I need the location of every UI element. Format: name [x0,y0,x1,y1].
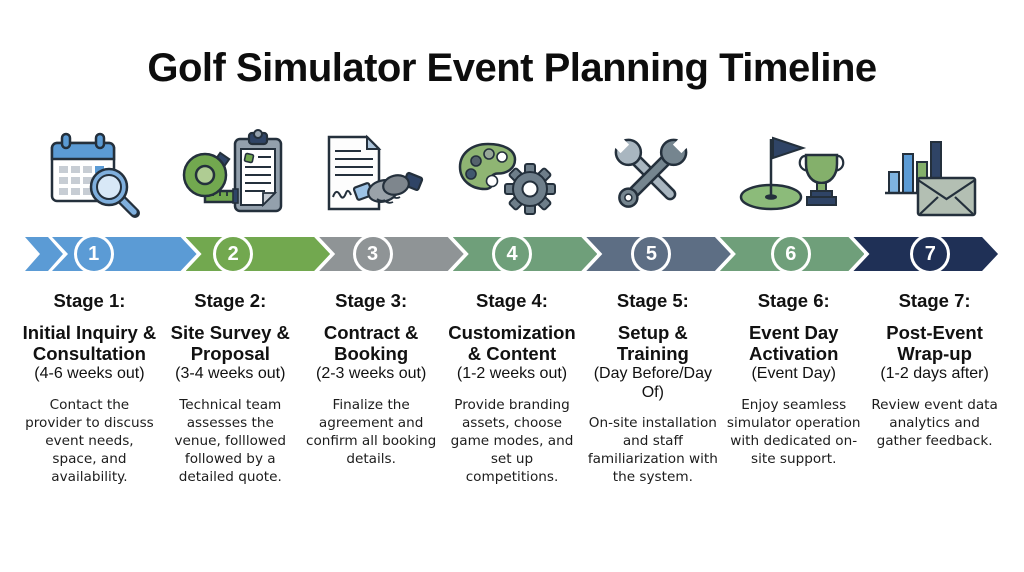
page-title: Golf Simulator Event Planning Timeline [147,46,877,90]
stage-timing: (1-2 weeks out) [456,365,568,383]
stage-description: On-site installation and staff familiari… [587,415,718,486]
stage-name: Initial Inquiry & Consultation [22,322,157,364]
stage-label: Stage 3: [335,290,408,311]
stage-column-6: Stage 6: Event Day Activation (Event Day… [726,290,861,487]
stage-label: Stage 6: [757,290,830,311]
stage-number-badge-2: 2 [213,234,254,274]
stage-7-icon-cell [871,125,989,221]
stage-6-icon-cell [732,125,850,221]
stage-description: Provide branding assets, choose game mod… [450,396,574,485]
stage-number-badge-5: 5 [631,234,672,274]
golf-flag-trophy-icon [739,136,845,211]
stage-name: Post-Event Wrap-up [886,322,983,364]
palette-gear-icon [458,142,556,215]
contract-handshake-icon [327,134,423,211]
stage-number-badge-3: 3 [352,234,393,274]
stage-name: Setup & Training [616,322,689,364]
stage-label: Stage 1: [53,290,126,311]
stage-3-icon-cell [314,125,432,221]
stage-column-1: Stage 1: Initial Inquiry & Consultation … [22,290,157,487]
stage-timing: (Day Before/Day Of) [593,365,712,401]
bar-chart-envelope-icon [885,141,977,217]
stage-number-badge-1: 1 [73,234,114,274]
stage-label: Stage 5: [616,290,689,311]
stage-label: Stage 2: [194,290,267,311]
timeline-band-strip [25,237,998,271]
stage-icons-row [0,125,1024,221]
timeline-segment-2 [186,237,331,271]
crossed-wrenches-icon [610,133,693,208]
stage-number-badge-6: 6 [770,234,811,274]
stage-name: Site Survey & Proposal [170,322,290,364]
stage-description: Finalize the agreement and confirm all b… [306,396,437,467]
tape-measure-clipboard-icon [182,129,283,213]
stage-description: Review event data analytics and gather f… [871,396,998,449]
timeline-band: 1 2 3 4 5 6 7 [0,233,1024,275]
stage-1-icon-cell [35,125,153,221]
stage-timing: (2-3 weeks out) [316,365,427,383]
stage-name: Contract & Booking [323,322,419,364]
stage-column-5: Stage 5: Setup & Training (Day Before/Da… [585,290,720,487]
stage-column-4: Stage 4: Customization & Content (1-2 we… [445,290,580,487]
stage-name: Customization & Content [448,322,576,364]
stage-timing: (Event Day) [751,365,836,383]
stage-label: Stage 7: [898,290,971,311]
stage-name: Event Day Activation [748,322,839,364]
stage-description: Contact the provider to discuss event ne… [25,396,154,485]
stage-column-3: Stage 3: Contract & Booking (2-3 weeks o… [304,290,439,487]
stage-timing: (3-4 weeks out) [175,365,286,383]
stage-label: Stage 4: [476,290,548,311]
stage-number-badge-4: 4 [492,234,532,274]
stage-4-icon-cell [453,125,571,221]
stage-5-icon-cell [592,125,710,221]
stage-timing: (4-6 weeks out) [34,365,145,383]
stage-labels-row: Stage 1: Initial Inquiry & Consultation … [0,290,1024,487]
stage-description: Enjoy seamless simulator operation with … [726,396,861,467]
stage-timing: (1-2 days after) [880,365,989,383]
stage-column-2: Stage 2: Site Survey & Proposal (3-4 wee… [163,290,298,487]
stage-2-icon-cell [174,125,292,221]
calendar-search-icon [50,132,140,218]
stage-column-7: Stage 7: Post-Event Wrap-up (1-2 days af… [867,290,1002,487]
stage-description: Technical team assesses the venue, folll… [174,396,287,485]
stage-number-badge-7: 7 [910,234,951,274]
